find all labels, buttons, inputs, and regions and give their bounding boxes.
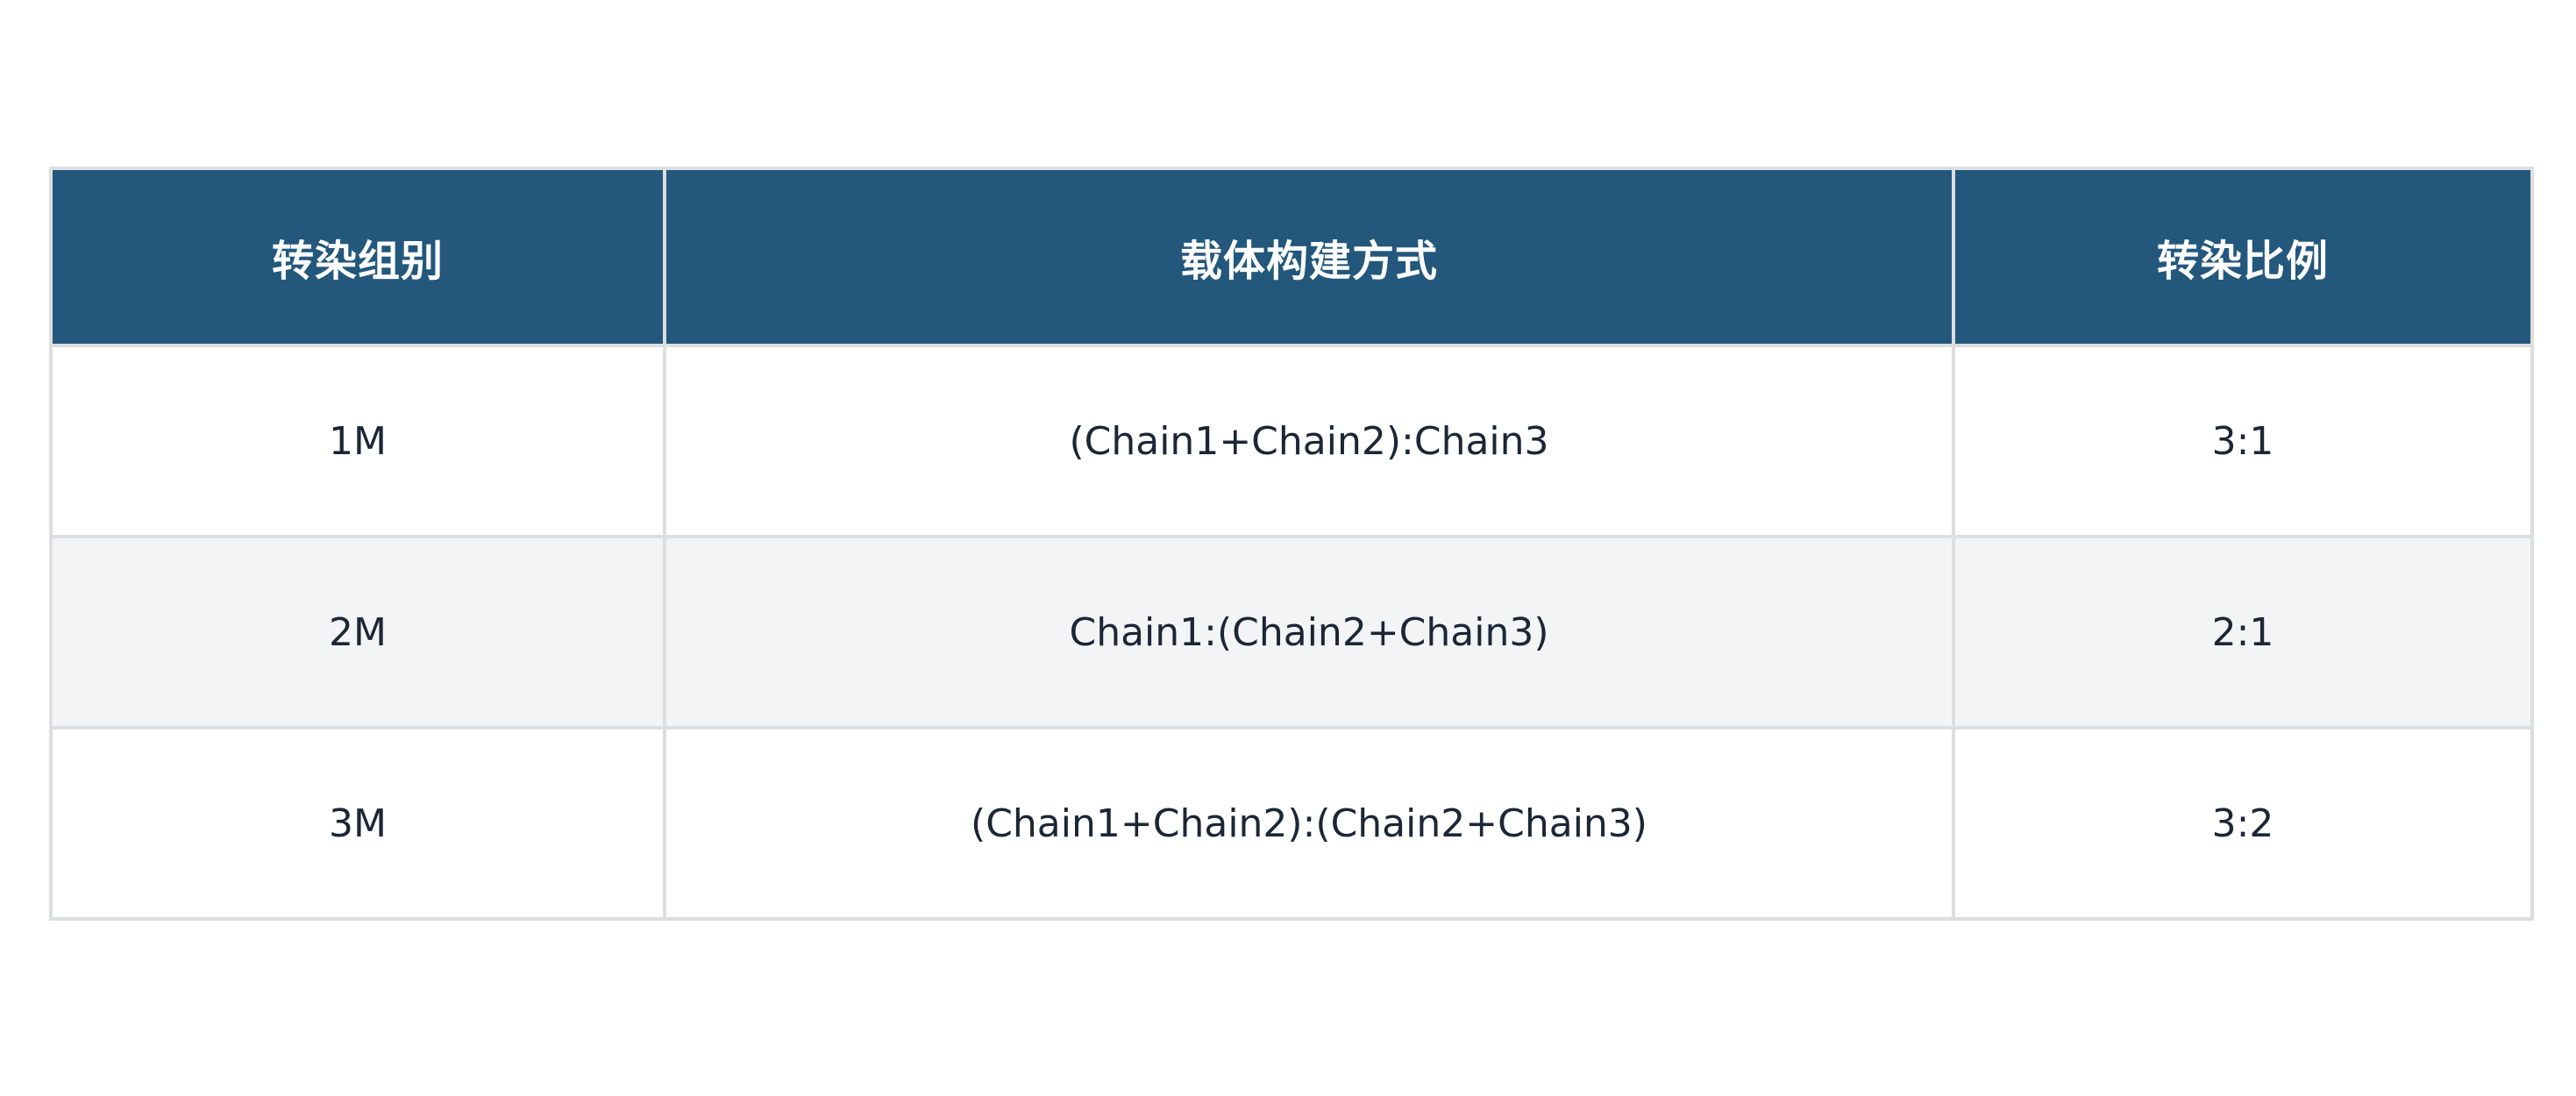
table-row: 1M (Chain1+Chain2):Chain3 3:1 <box>49 344 2534 538</box>
cell-group: 2M <box>49 535 666 729</box>
transfection-table-container: 转染组别 载体构建方式 转染比例 1M (Chain1+Chain2):Chai… <box>49 167 2534 921</box>
cell-ratio: 3:2 <box>1952 726 2534 921</box>
table-row: 2M Chain1:(Chain2+Chain3) 2:1 <box>49 535 2534 729</box>
cell-construction: Chain1:(Chain2+Chain3) <box>663 535 1955 729</box>
cell-group: 1M <box>49 344 666 538</box>
transfection-table: 转染组别 载体构建方式 转染比例 1M (Chain1+Chain2):Chai… <box>49 167 2534 921</box>
header-row: 转染组别 载体构建方式 转染比例 <box>49 167 2534 347</box>
cell-ratio: 3:1 <box>1952 344 2534 538</box>
cell-ratio: 2:1 <box>1952 535 2534 729</box>
cell-construction: (Chain1+Chain2):(Chain2+Chain3) <box>663 726 1955 921</box>
cell-construction: (Chain1+Chain2):Chain3 <box>663 344 1955 538</box>
header-vector-construction: 载体构建方式 <box>663 167 1955 347</box>
header-transfection-ratio: 转染比例 <box>1952 167 2534 347</box>
cell-group: 3M <box>49 726 666 921</box>
table-header: 转染组别 载体构建方式 转染比例 <box>49 167 2534 347</box>
table-row: 3M (Chain1+Chain2):(Chain2+Chain3) 3:2 <box>49 726 2534 921</box>
table-body: 1M (Chain1+Chain2):Chain3 3:1 2M Chain1:… <box>49 344 2534 921</box>
header-transfection-group: 转染组别 <box>49 167 666 347</box>
